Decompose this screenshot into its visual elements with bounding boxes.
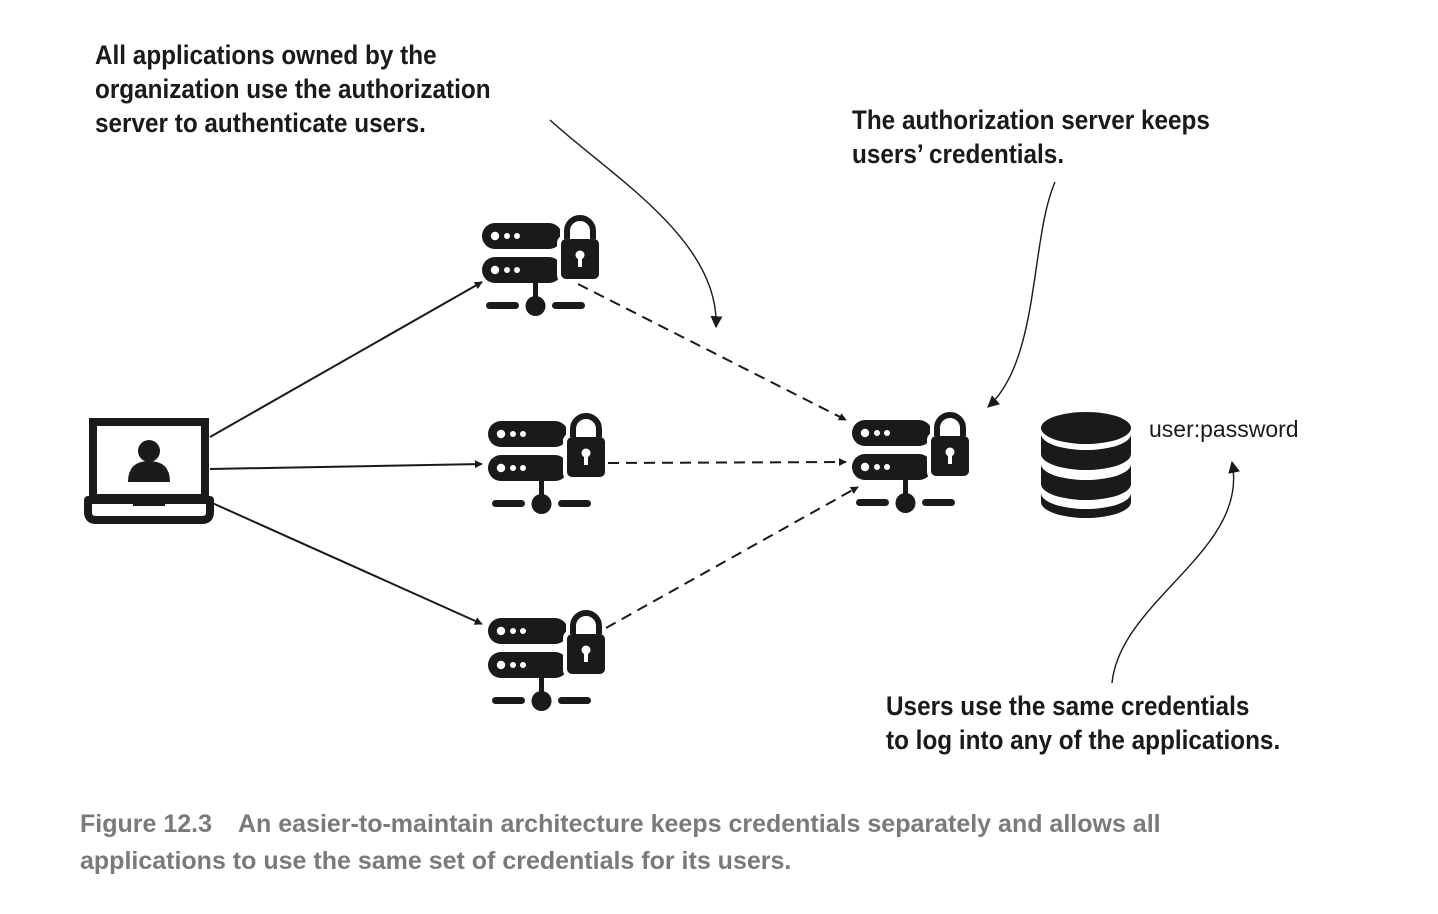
callout-line: to log into any of the applications. <box>886 725 1281 755</box>
client-to-app-arrows <box>209 281 483 625</box>
client-to-app3-arrow <box>209 501 483 625</box>
app-to-auth-arrows <box>577 283 859 629</box>
server-lock-icon <box>482 218 603 316</box>
figure-caption: Figure 12.3 An easier-to-maintain archite… <box>80 806 1161 880</box>
database-icon <box>1041 412 1131 518</box>
callout-connectors <box>549 119 1241 684</box>
callout-line: server to authenticate users. <box>95 108 426 138</box>
callout-line: All applications owned by the <box>95 40 437 70</box>
app2-to-auth-arrow <box>607 458 847 467</box>
laptop-user-icon <box>84 418 214 524</box>
callout-server-connector <box>987 181 1056 408</box>
figure-number: Figure 12.3 <box>80 810 212 838</box>
callout-apps-connector <box>549 119 723 329</box>
callout-line: Users use the same credentials <box>886 691 1250 721</box>
server-lock-icon <box>488 613 609 711</box>
callout-applications: All applications owned by the organizati… <box>95 38 491 140</box>
client-to-app2-arrow <box>209 460 483 470</box>
callout-users-connector <box>1111 460 1241 684</box>
callout-line: organization use the authorization <box>95 74 491 104</box>
database-label: user:password <box>1149 416 1299 442</box>
caption-line-2: applications to use the same set of cred… <box>80 847 792 875</box>
callout-authorization-server: The authorization server keeps users’ cr… <box>852 103 1210 171</box>
client-to-app1-arrow <box>209 281 483 438</box>
caption-text-1: An easier-to-maintain architecture keeps… <box>238 810 1161 838</box>
app3-to-auth-arrow <box>605 486 859 629</box>
app1-to-auth-arrow <box>577 283 847 421</box>
server-lock-icon <box>488 416 609 514</box>
caption-line-1: Figure 12.3 An easier-to-maintain archite… <box>80 806 1161 843</box>
server-lock-icon <box>852 415 973 513</box>
callout-users: Users use the same credentials to log in… <box>886 689 1280 757</box>
callout-line: users’ credentials. <box>852 139 1065 169</box>
callout-line: The authorization server keeps <box>852 105 1210 135</box>
